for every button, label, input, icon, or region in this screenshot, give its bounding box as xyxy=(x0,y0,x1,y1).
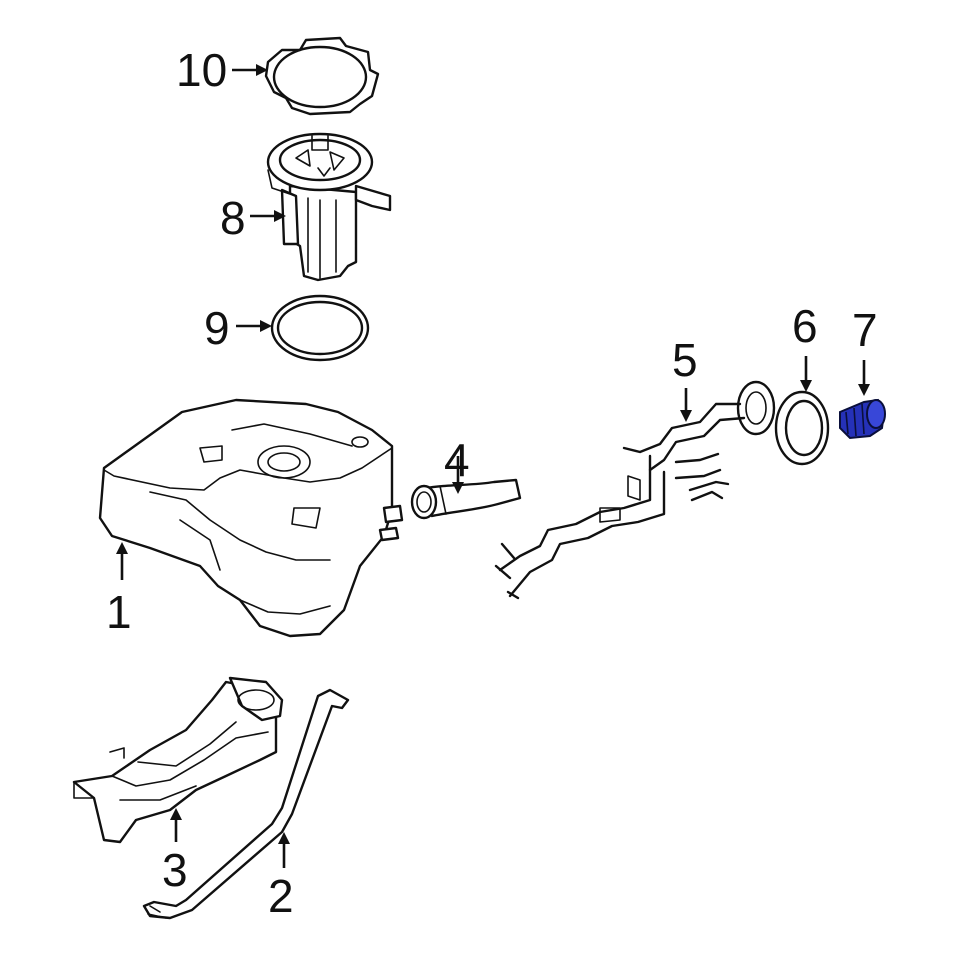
svg-text:3: 3 xyxy=(162,844,188,896)
filler-pipe-part[interactable] xyxy=(494,380,776,600)
callout-6: 6 xyxy=(792,300,818,392)
tank-strap-part[interactable] xyxy=(142,688,350,920)
tank-protector-part[interactable] xyxy=(72,676,284,844)
callout-9: 9 xyxy=(204,302,272,354)
callout-7: 7 xyxy=(852,304,878,396)
lock-ring-part[interactable] xyxy=(264,36,380,116)
callout-10: 10 xyxy=(176,44,268,96)
svg-text:1: 1 xyxy=(106,586,132,638)
callout-4: 4 xyxy=(444,434,470,494)
callout-1: 1 xyxy=(106,542,132,638)
svg-text:9: 9 xyxy=(204,302,230,354)
fuel-pump-module-part[interactable] xyxy=(266,132,392,282)
svg-text:2: 2 xyxy=(268,870,294,922)
svg-text:7: 7 xyxy=(852,304,878,356)
filler-seal-part[interactable] xyxy=(774,390,830,466)
svg-text:10: 10 xyxy=(176,44,227,96)
callout-8: 8 xyxy=(220,192,286,244)
fuel-tank-part[interactable] xyxy=(98,398,404,638)
callout-3: 3 xyxy=(162,808,188,896)
svg-text:6: 6 xyxy=(792,300,818,352)
fuel-cap-part[interactable] xyxy=(839,398,886,440)
filler-hose-part[interactable] xyxy=(410,478,522,520)
callout-2: 2 xyxy=(268,832,294,922)
callout-5: 5 xyxy=(672,334,698,422)
svg-text:8: 8 xyxy=(220,192,246,244)
pump-gasket-part[interactable] xyxy=(270,294,370,362)
svg-text:5: 5 xyxy=(672,334,698,386)
